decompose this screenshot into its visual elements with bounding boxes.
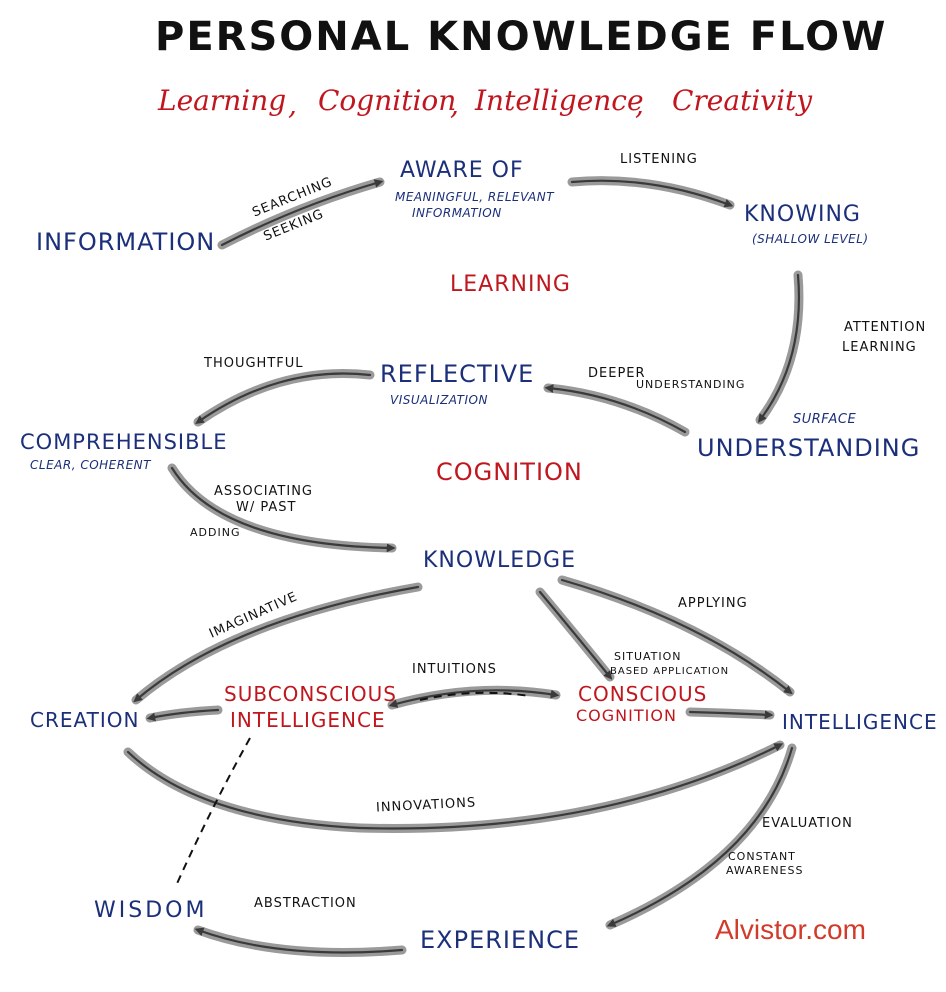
node-subconscious-line1: SUBCONSCIOUS	[224, 682, 398, 706]
node-knowing: KNOWING	[744, 202, 861, 227]
node-reflective: REFLECTIVE	[380, 360, 535, 388]
brand-watermark: Alvistor.com	[715, 914, 866, 945]
dashed-link	[174, 737, 251, 889]
node-conscious-line2: COGNITION	[576, 706, 677, 725]
label-attention: ATTENTION	[844, 320, 927, 335]
label-deeper: DEEPER	[588, 366, 646, 381]
node-aware-of: AWARE OF	[400, 158, 524, 183]
subtitle-comma-1: ,	[288, 88, 297, 121]
node-understanding: UNDERSTANDING	[697, 434, 921, 462]
label-intuitions: INTUITIONS	[412, 662, 497, 677]
section-learning: LEARNING	[450, 272, 571, 297]
node-experience: EXPERIENCE	[420, 926, 581, 954]
label-applying: APPLYING	[678, 596, 748, 611]
label-evaluation: EVALUATION	[762, 816, 853, 831]
arrow-lines	[126, 179, 801, 954]
node-information: INFORMATION	[36, 228, 216, 256]
label-associating: ASSOCIATING	[214, 484, 313, 499]
page-title: PERSONAL KNOWLEDGE FLOW	[155, 14, 888, 60]
subtitle-intelligence: Intelligence	[475, 84, 644, 117]
subtitle-comma-2: ,	[450, 88, 459, 121]
subtitle-creativity: Creativity	[672, 84, 813, 117]
node-conscious-line1: CONSCIOUS	[578, 682, 708, 706]
node-wisdom: WISDOM	[94, 898, 208, 923]
node-intelligence: INTELLIGENCE	[782, 710, 938, 734]
intuitions-dash	[419, 691, 531, 701]
subtitle-learning: Learning	[158, 84, 287, 117]
understanding-note: SURFACE	[793, 412, 857, 427]
label-constant: CONSTANT	[728, 850, 796, 863]
label-awareness: AWARENESS	[726, 864, 804, 877]
comprehensible-note: CLEAR, COHERENT	[30, 458, 151, 472]
label-adding: ADDING	[190, 526, 241, 539]
label-learning: LEARNING	[842, 340, 917, 355]
label-listening: LISTENING	[620, 152, 698, 167]
node-subconscious-line2: INTELLIGENCE	[230, 708, 386, 732]
subtitle-comma-3: ,	[635, 88, 644, 121]
subtitle-cognition: Cognition	[318, 84, 457, 117]
node-creation: CREATION	[30, 708, 140, 732]
aware-of-note-line2: INFORMATION	[412, 206, 502, 220]
reflective-note: VISUALIZATION	[390, 393, 488, 407]
knowing-note: (SHALLOW LEVEL)	[752, 232, 869, 246]
label-w-past: W/ PAST	[236, 500, 297, 515]
label-abstraction: ABSTRACTION	[254, 896, 357, 911]
aware-of-note-line1: MEANINGFUL, RELEVANT	[395, 190, 555, 204]
node-knowledge: KNOWLEDGE	[423, 548, 576, 573]
label-understanding: UNDERSTANDING	[636, 378, 746, 391]
label-based-application: BASED APPLICATION	[610, 666, 730, 677]
section-cognition: COGNITION	[436, 458, 583, 486]
label-thoughtful: THOUGHTFUL	[204, 356, 304, 371]
label-situation: SITUATION	[614, 650, 682, 663]
node-comprehensible: COMPREHENSIBLE	[20, 430, 228, 454]
